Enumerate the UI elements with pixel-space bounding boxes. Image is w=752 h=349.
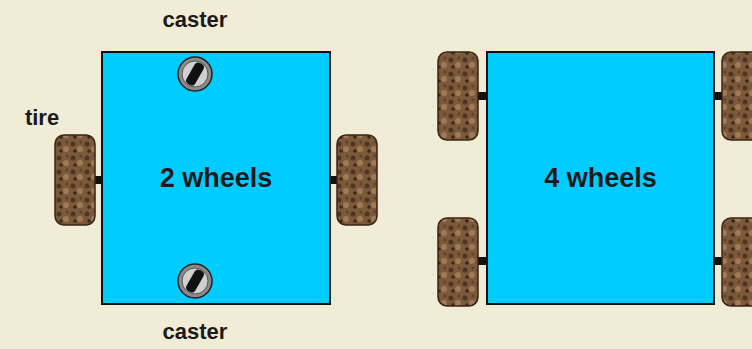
caster-label: caster [163,7,228,33]
tire-label: tire [25,105,59,131]
caster-wheel [178,264,212,298]
chassis-box: 4 wheels [486,51,715,305]
box-title: 2 wheels [160,163,273,194]
caster-label: caster [163,319,228,345]
chassis-box: 2 wheels [101,51,331,305]
caster-wheel [178,57,212,91]
box-title: 4 wheels [544,163,657,194]
tire-shape [55,52,752,306]
